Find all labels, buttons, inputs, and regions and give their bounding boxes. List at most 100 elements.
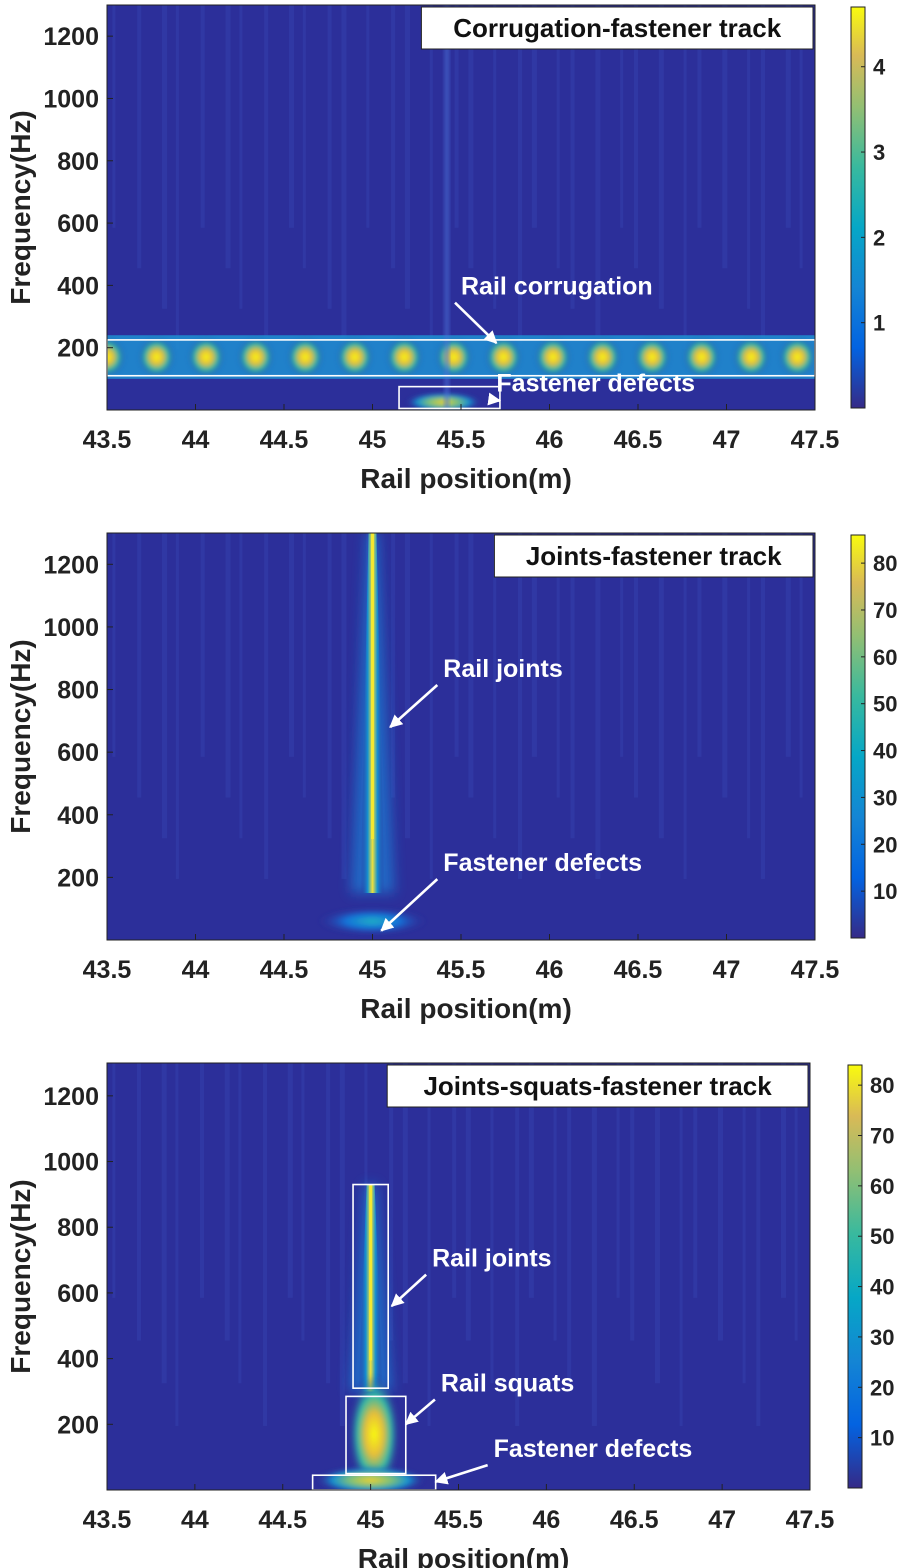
x-tick-label: 45.5 [434, 1506, 483, 1534]
spike-peak [371, 533, 374, 840]
texture-streak [556, 533, 560, 798]
texture-streak [620, 533, 624, 757]
texture-streak [468, 5, 474, 269]
texture-streak [427, 1063, 431, 1426]
x-tick-label: 46 [536, 956, 564, 984]
colorbar-tick-label: 70 [873, 598, 897, 623]
y-axis-label: Frequency(Hz) [5, 639, 36, 833]
x-tick-label: 44 [181, 1506, 209, 1534]
texture-streak [301, 1063, 305, 1341]
heatmap-layer [112, 533, 803, 936]
texture-streak [429, 5, 433, 350]
texture-streak [137, 533, 142, 798]
colorbar-tick-label: 20 [873, 832, 897, 857]
texture-streak [112, 5, 116, 228]
texture-streak [493, 5, 497, 309]
x-tick-label: 46 [532, 1506, 560, 1534]
x-tick-label: 47 [708, 1506, 736, 1534]
colorbar-tick-label: 4 [873, 55, 886, 80]
texture-streak [591, 1063, 597, 1426]
texture-streak [556, 5, 560, 269]
texture-streak [595, 533, 601, 879]
colorbar-tick-label: 20 [870, 1375, 894, 1400]
texture-streak [717, 1063, 723, 1341]
y-tick-label: 1000 [43, 614, 99, 642]
y-tick-label: 1000 [43, 1149, 99, 1177]
texture-streak [225, 5, 231, 269]
colorbar-tick-label: 30 [873, 785, 897, 810]
texture-streak [785, 533, 791, 757]
texture-streak [683, 533, 687, 879]
corrugation-peak [779, 337, 815, 377]
energy-blob [348, 1374, 401, 1490]
x-tick-label: 46.5 [614, 426, 663, 454]
colorbar-tick-label: 10 [870, 1426, 894, 1451]
texture-streak [429, 533, 433, 879]
heatmap-layer [107, 5, 815, 410]
corrugation-peak [435, 337, 472, 377]
texture-streak [760, 533, 765, 879]
texture-streak [364, 1063, 368, 1298]
texture-streak [327, 5, 332, 309]
colorbar-tick-label: 3 [873, 140, 885, 165]
texture-streak [528, 1063, 534, 1298]
texture-streak [239, 5, 243, 309]
texture-streak [162, 533, 168, 839]
y-tick-label: 1200 [43, 1083, 99, 1111]
x-tick-label: 43.5 [83, 1506, 132, 1534]
energy-blob [405, 392, 482, 410]
annotation-label: Fastener defects [496, 369, 695, 397]
texture-streak [747, 533, 751, 839]
texture-streak [454, 5, 459, 228]
x-tick-label: 47.5 [791, 956, 840, 984]
texture-streak [366, 5, 370, 228]
texture-streak [570, 533, 575, 839]
annotation-label: Fastener defects [494, 1435, 693, 1463]
annotation-label: Rail squats [441, 1369, 574, 1397]
annotation-arrow [389, 684, 439, 729]
spectral-line [444, 5, 449, 410]
energy-blob [317, 907, 428, 936]
title-box [386, 1064, 809, 1108]
texture-streak [162, 5, 168, 309]
texture-streak [327, 533, 332, 839]
texture-streak [468, 533, 474, 798]
texture-streak [200, 5, 205, 228]
x-tick-label: 47.5 [786, 1506, 835, 1534]
heatmap-layer [112, 1063, 798, 1490]
corrugation-peak [188, 337, 225, 377]
annotation-arrow [380, 878, 439, 932]
highlight-box [352, 1183, 389, 1389]
texture-streak [452, 1063, 457, 1298]
x-tick-label: 46.5 [614, 956, 663, 984]
colorbar-tick-label: 80 [873, 551, 897, 576]
corrugation-peak [485, 337, 522, 377]
x-tick-label: 47 [713, 426, 741, 454]
x-tick-label: 43.5 [83, 426, 132, 454]
texture-streak [654, 1063, 660, 1384]
texture-streak [785, 5, 791, 228]
colorbar-tick-label: 60 [870, 1174, 894, 1199]
colorbar [847, 1064, 863, 1489]
corrugation-peak [683, 337, 720, 377]
texture-streak [112, 1063, 116, 1298]
texture-streak [515, 1063, 520, 1426]
title-box [493, 534, 814, 578]
texture-streak [264, 533, 269, 879]
corrugation-peak [584, 337, 621, 377]
corrugation-peak [287, 337, 324, 377]
texture-streak [112, 533, 116, 757]
texture-streak [794, 1063, 798, 1341]
annotation-label: Rail corrugation [461, 273, 653, 301]
x-tick-label: 45 [359, 956, 387, 984]
x-tick-label: 46 [536, 426, 564, 454]
colorbar [850, 6, 866, 409]
texture-streak [756, 1063, 761, 1426]
y-tick-label: 1000 [43, 85, 99, 113]
texture-streak [341, 5, 347, 350]
colorbar-tick-label: 50 [870, 1224, 894, 1249]
spike-peak [369, 1184, 373, 1361]
corrugation-peak [733, 337, 770, 377]
texture-streak [518, 533, 523, 879]
texture-streak [799, 533, 803, 798]
